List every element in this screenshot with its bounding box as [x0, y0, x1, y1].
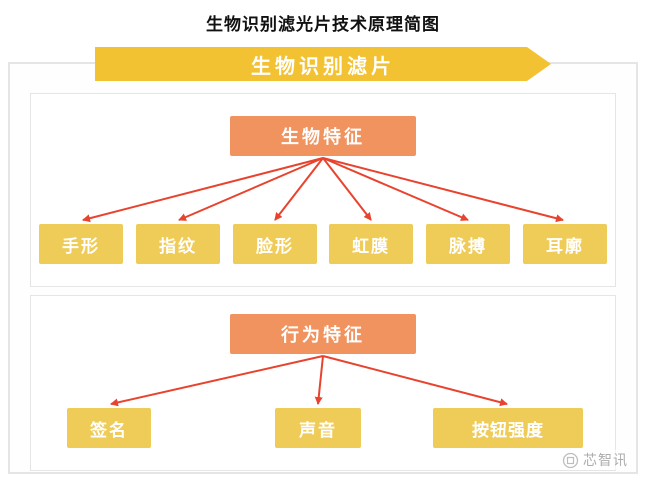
page-title: 生物识别滤光片技术原理简图 [206, 15, 440, 34]
node-pulse: 脉搏 [426, 224, 510, 264]
node-hand-shape: 手形 [39, 224, 123, 264]
node-behavioral-root: 行为特征 [230, 314, 416, 354]
banner-ribbon: 生物识别滤片 [95, 47, 551, 81]
node-iris: 虹膜 [329, 224, 413, 264]
node-face-shape: 脸形 [233, 224, 317, 264]
panel-behavioral: 行为特征 签名 声音 按钮强度 [30, 295, 616, 471]
watermark-label: 芯智讯 [583, 452, 628, 468]
banner-label: 生物识别滤片 [251, 55, 395, 78]
watermark-logo-icon [562, 452, 579, 468]
node-ear: 耳廓 [523, 224, 607, 264]
diagram-container: 生物识别滤片 生物特征 手形 指纹 脸形 [8, 62, 638, 474]
watermark: 芯智讯 [560, 450, 630, 470]
node-biological-root: 生物特征 [230, 116, 416, 156]
node-behavioral-root-label: 行为特征 [281, 325, 365, 345]
node-fingerprint: 指纹 [136, 224, 220, 264]
node-biological-root-label: 生物特征 [281, 127, 365, 147]
panel-biological: 生物特征 手形 指纹 脸形 虹膜 脉搏 耳廓 [30, 93, 616, 287]
node-button-strength: 按钮强度 [433, 408, 583, 448]
node-voice: 声音 [275, 408, 361, 448]
node-signature: 签名 [67, 408, 151, 448]
